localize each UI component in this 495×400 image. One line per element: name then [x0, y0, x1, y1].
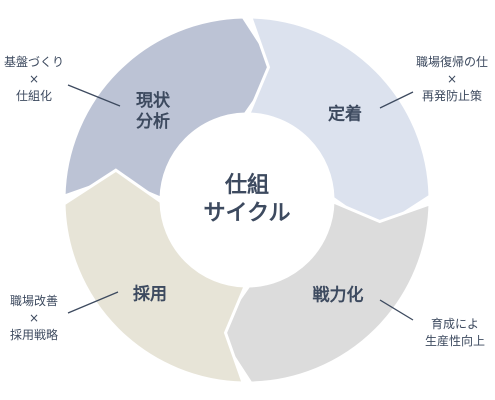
note-top-right: 職場復帰の仕 × 再発防止策	[415, 55, 489, 103]
segment-label-teichaku: 定着	[328, 104, 362, 125]
note-bottom-left: 職場改善 × 採用戦略	[9, 294, 59, 342]
connector-bottom-left	[67, 291, 119, 314]
note-bottom-right: 育成によ 生産性向上	[424, 317, 486, 348]
center-title: 仕組 サイクル	[203, 173, 291, 226]
note-top-left: 基盤づくり × 仕組化	[3, 55, 65, 103]
segment-label-saiyo: 採用	[133, 284, 167, 305]
segment-label-senryokuka: 戦力化	[312, 285, 364, 306]
center-circle	[161, 114, 333, 286]
connector-top-right	[379, 91, 414, 109]
connector-top-left	[67, 84, 121, 107]
segment-label-genjo-bunseki: 現状 分析	[136, 91, 170, 132]
connector-bottom-right	[379, 299, 414, 321]
